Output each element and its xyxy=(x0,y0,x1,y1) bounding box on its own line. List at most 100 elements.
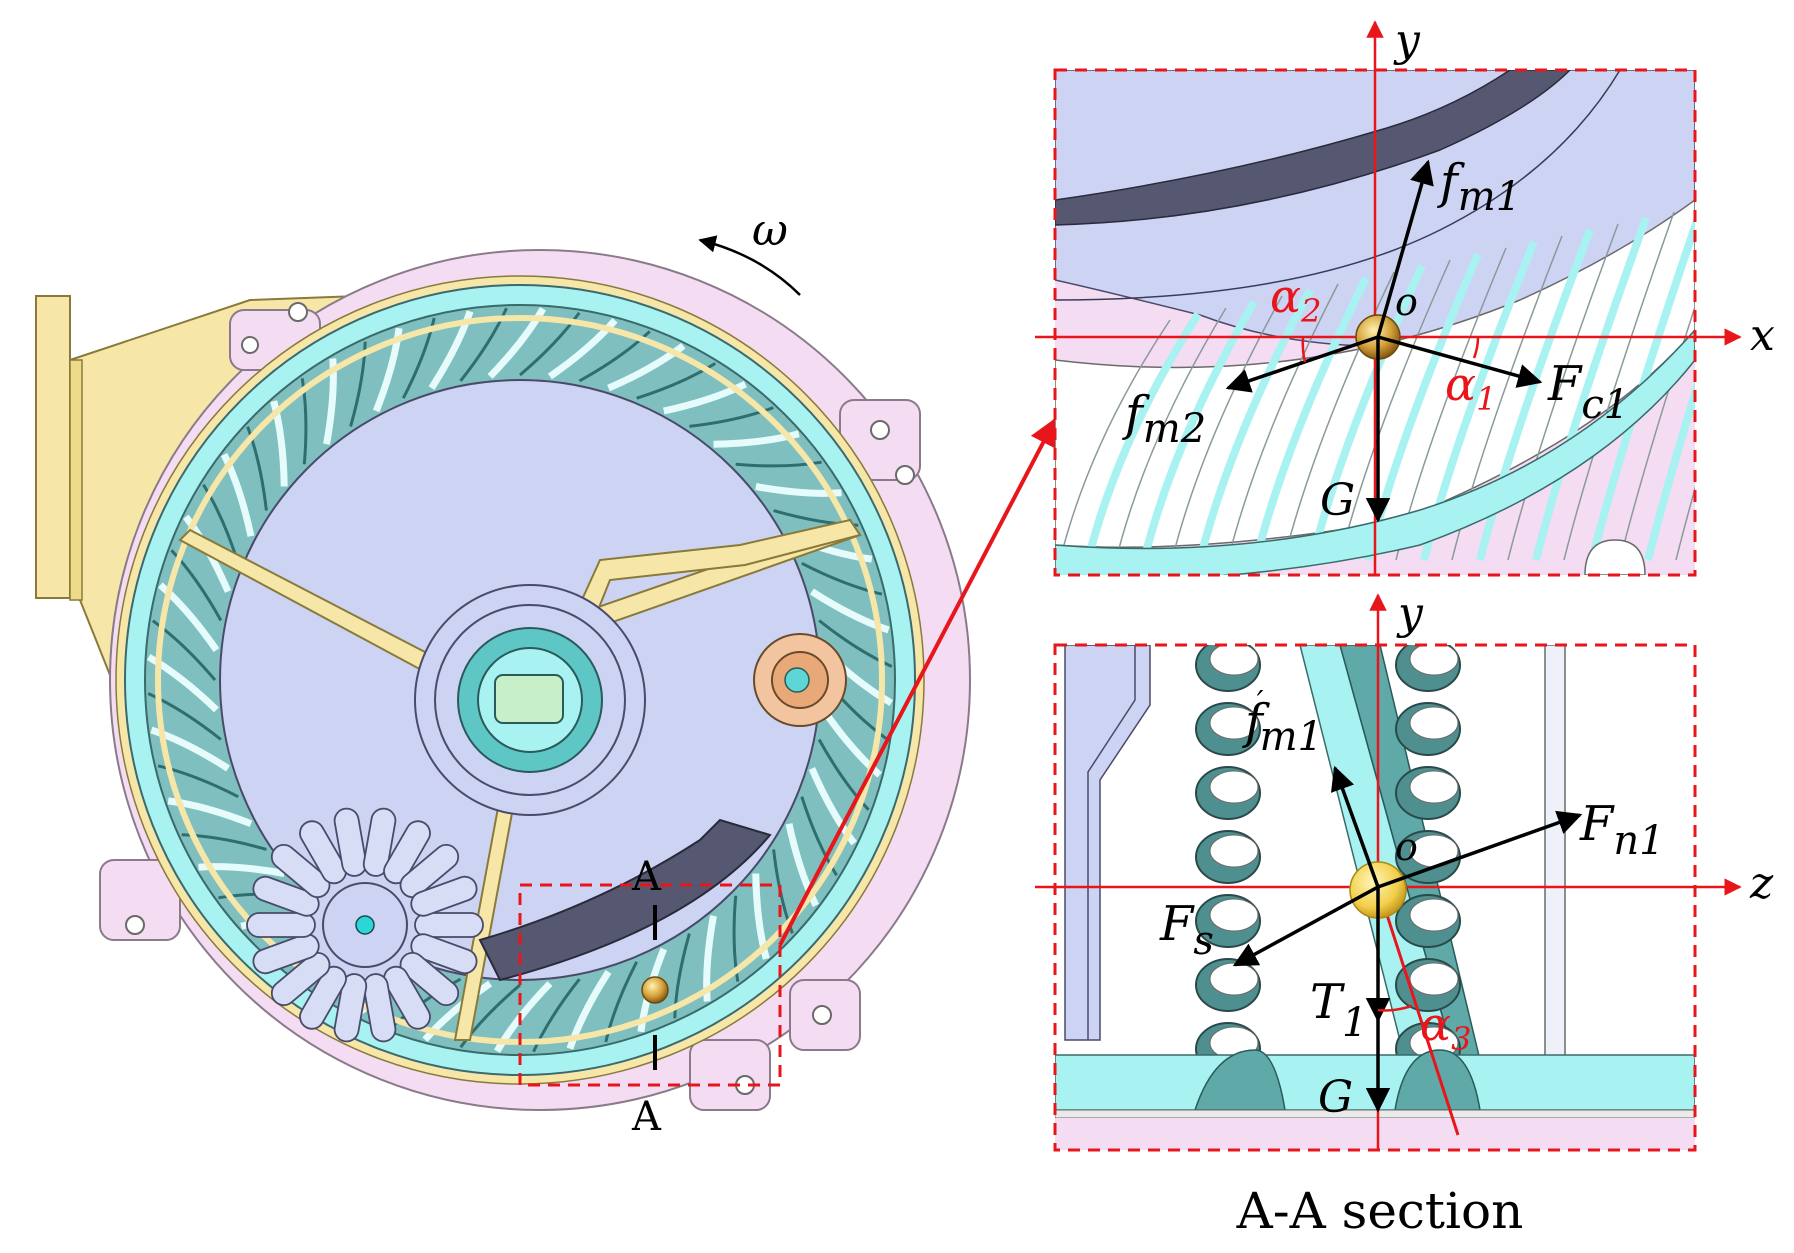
top-force-fm2 xyxy=(1225,335,1379,393)
bottom-axis-z-label: z xyxy=(1749,858,1774,909)
bottom-hole-highlight xyxy=(1209,898,1259,932)
groove xyxy=(167,797,253,828)
bottom-incline-line xyxy=(1376,886,1460,1136)
rotation-arrow xyxy=(698,235,801,296)
groove xyxy=(703,915,717,1002)
top-label-fc1: Fc1 xyxy=(1547,356,1629,428)
section-mark-bottom: A xyxy=(631,1094,662,1140)
groove xyxy=(150,726,230,772)
bottom-hole-highlight xyxy=(1209,834,1259,868)
bottom-label-fm1p: f′m1 xyxy=(1242,685,1323,760)
groove xyxy=(459,983,521,1049)
groove xyxy=(673,933,691,1019)
zoom-connector-arrow xyxy=(778,417,1057,946)
top-origin-label: o xyxy=(1395,280,1418,324)
bottom-hole-highlight xyxy=(1209,706,1259,740)
housing-flange-inner xyxy=(69,359,83,601)
groove xyxy=(519,311,581,377)
bottom-base-notch-right xyxy=(1394,1049,1481,1111)
spokes xyxy=(178,518,862,1041)
groove xyxy=(752,873,770,960)
groove xyxy=(818,619,893,668)
groove xyxy=(755,483,842,497)
bottom-hole-highlight xyxy=(1209,645,1259,676)
groove xyxy=(785,823,820,907)
bottom-section-view: y z o f′m1 Fn1 Fs T1 G α3 xyxy=(1035,588,1774,1152)
groove xyxy=(732,895,740,982)
detail-box xyxy=(518,883,782,1087)
star-wheel-petal xyxy=(362,807,397,877)
bottom-hole-highlight xyxy=(1409,706,1459,740)
bottom-force-fm1p xyxy=(1330,765,1380,888)
top-section-view: y x o fm1 fm2 Fc1 G α2 α1 xyxy=(1035,15,1794,577)
groove xyxy=(181,833,267,851)
bottom-label-fn1: Fn1 xyxy=(1579,796,1665,864)
top-label-fm1: fm1 xyxy=(1437,154,1521,220)
star-wheel-petal xyxy=(383,820,431,885)
star-wheel-petal xyxy=(246,912,316,938)
groove xyxy=(323,358,337,445)
top-groove-line xyxy=(1704,182,1794,560)
top-label-g: G xyxy=(1320,475,1355,526)
bottom-force-fs xyxy=(1232,885,1379,967)
groove xyxy=(817,738,870,811)
top-groove-line xyxy=(1115,307,1227,561)
top-groove-line xyxy=(1084,311,1202,561)
groove xyxy=(220,453,255,537)
groove xyxy=(800,796,838,877)
groove xyxy=(604,961,639,1043)
star-wheel-petal xyxy=(410,933,478,975)
bottom-cyan-base xyxy=(1055,1054,1695,1111)
groove xyxy=(487,306,547,379)
top-groove-line xyxy=(1507,223,1619,561)
star-wheel-petal xyxy=(270,951,331,1007)
top-dark-band xyxy=(1055,70,1572,226)
groove xyxy=(607,343,686,392)
mounting-lugs xyxy=(99,309,921,1111)
groove xyxy=(810,588,890,634)
groove xyxy=(566,970,612,1050)
star-wheel-petal xyxy=(399,843,460,899)
top-groove-line xyxy=(1171,295,1283,561)
bottom-hole-highlight xyxy=(1409,645,1459,676)
groove xyxy=(801,561,883,596)
section-mark-top: A xyxy=(631,854,662,900)
groove xyxy=(246,426,268,511)
bottom-hole-highlight xyxy=(1409,898,1459,932)
top-groove-line xyxy=(1252,276,1370,561)
groove xyxy=(157,582,220,653)
star-wheel-petal xyxy=(270,843,331,899)
top-axis-y-label: y xyxy=(1393,15,1421,66)
top-groove-line xyxy=(1644,379,1695,561)
star-wheel-petal xyxy=(333,807,368,877)
groove xyxy=(547,317,618,380)
star-wheel-petal xyxy=(252,933,320,975)
groove xyxy=(270,400,288,487)
groove xyxy=(198,863,285,877)
top-label-a2: α2 xyxy=(1270,269,1321,330)
bottom-base-notch-left xyxy=(1193,1049,1286,1111)
groove xyxy=(300,378,308,465)
orange-knob-center xyxy=(784,667,810,693)
top-groove-line xyxy=(1619,304,1695,561)
top-force-fc1 xyxy=(1377,335,1543,388)
groove xyxy=(170,549,223,622)
bottom-angle-arc-a3 xyxy=(1377,1004,1413,1012)
bottom-label-a3: α3 xyxy=(1420,997,1471,1058)
groove xyxy=(146,653,219,713)
dark-band xyxy=(478,818,772,982)
groove xyxy=(422,980,493,1043)
bottom-force-fn1 xyxy=(1377,810,1583,889)
groove xyxy=(636,362,717,400)
bottom-hole-highlight xyxy=(1209,770,1259,804)
groove xyxy=(808,767,857,846)
groove xyxy=(157,764,239,799)
hub-center xyxy=(494,674,564,724)
groove xyxy=(459,307,508,382)
groove xyxy=(735,460,822,468)
star-wheel-petal xyxy=(333,973,368,1043)
bottom-left-wall xyxy=(1064,645,1151,1041)
star-wheel-petal xyxy=(383,965,431,1030)
top-angle-arc-a2 xyxy=(1301,336,1307,363)
